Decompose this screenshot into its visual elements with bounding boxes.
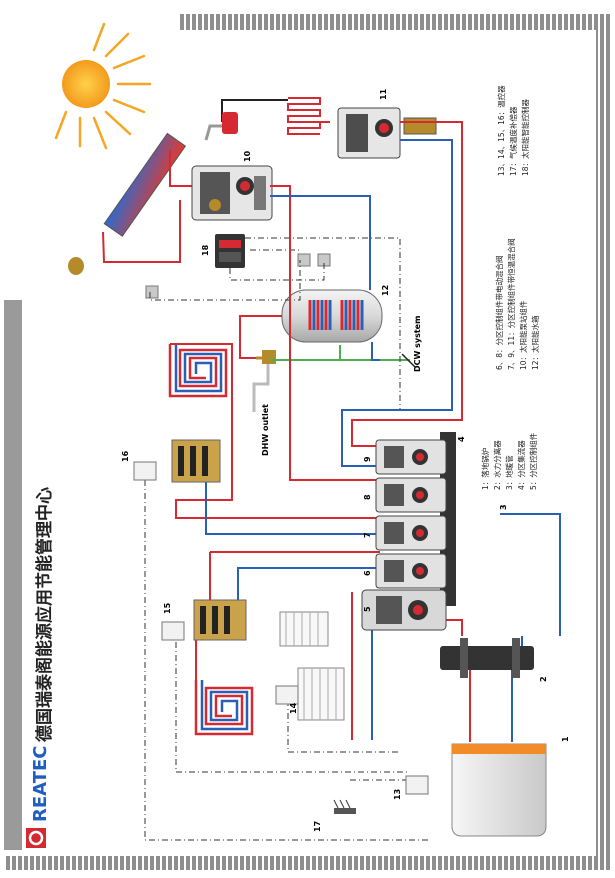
- svg-text:13、14、15、16：温控器: 13、14、15、16：温控器: [496, 85, 506, 176]
- thermostat-16: [133, 461, 157, 481]
- towel-radiator: [279, 611, 329, 647]
- label-18: 18: [201, 244, 210, 256]
- label-4: 4: [457, 436, 466, 442]
- right-stripe-border: [596, 14, 610, 870]
- underfloor-heating-loop-top: [168, 344, 228, 398]
- svg-text:3：地暖管: 3：地暖管: [504, 455, 514, 490]
- brand-name: REATEC: [30, 746, 51, 822]
- floor-heating-manifold-bottom: [193, 599, 247, 641]
- solar-tank-12: [281, 289, 383, 343]
- dhw-outlet-pipe: [252, 364, 270, 412]
- svg-text:5：分区控制组件: 5：分区控制组件: [528, 432, 538, 490]
- svg-text:7、9、11：分区控制组件带恒温混合阀: 7、9、11：分区控制组件带恒温混合阀: [506, 238, 516, 370]
- label-12: 12: [381, 285, 390, 296]
- expansion-tank: [222, 112, 238, 134]
- dhw-outlet-label: DHW outlet: [261, 404, 270, 456]
- svg-text:4：分区集流器: 4：分区集流器: [516, 440, 526, 490]
- label-16: 16: [121, 450, 130, 462]
- label-8: 8: [363, 494, 372, 500]
- underfloor-heating-loop-bottom: [194, 680, 254, 736]
- svg-text:2：水力分离器: 2：水力分离器: [492, 440, 502, 490]
- sensor-box: [145, 285, 159, 299]
- svg-text:18：太阳能智能控制器: 18：太阳能智能控制器: [520, 98, 530, 176]
- floor-boiler-1: [451, 743, 547, 837]
- collector-return-pipe: [169, 150, 198, 187]
- manifold-collector-4: [361, 432, 456, 631]
- top-stripe-border: [178, 14, 610, 30]
- legend-col3: 13、14、15、16：温控器 17：气候温度补偿器 18：太阳能智能控制器: [496, 85, 530, 176]
- left-grey-band: [4, 300, 22, 850]
- label-3: 3: [499, 504, 508, 510]
- loop-top-feed: [170, 343, 233, 440]
- pump-group-11: [337, 107, 437, 159]
- expansion-line: [221, 99, 288, 122]
- sun-icon: [54, 22, 152, 150]
- outdoor-sensor-17: [333, 799, 356, 814]
- svg-text:1：落地锅炉: 1：落地锅炉: [480, 448, 490, 490]
- svg-text:6、8：分区控制组件带电动混合阀: 6、8：分区控制组件带电动混合阀: [494, 255, 504, 370]
- label-14: 14: [289, 702, 298, 714]
- hydraulic-separator-2: [440, 638, 534, 678]
- svg-text:12：太阳能水箱: 12：太阳能水箱: [530, 315, 540, 370]
- thermostat-15: [161, 621, 185, 641]
- label-10: 10: [243, 150, 252, 162]
- supply-pipes: [175, 121, 471, 742]
- heat-exchanger-coil: [287, 97, 321, 135]
- collector-pipe: [102, 200, 181, 263]
- solar-pump-station-10: [191, 165, 273, 221]
- label-7: 7: [363, 532, 372, 538]
- dcw-arrow: [401, 353, 417, 369]
- floor-heating-manifold-top: [171, 439, 221, 483]
- label-6: 6: [363, 570, 372, 576]
- panel-radiator: [297, 667, 345, 721]
- return-pipes: [205, 139, 561, 742]
- page-title: 德国瑞泰阁能源应用节能管理中心: [34, 487, 55, 742]
- svg-text:10：太阳能泵站组件: 10：太阳能泵站组件: [518, 300, 528, 370]
- expansion-hose: [204, 124, 222, 141]
- label-2: 2: [539, 676, 548, 682]
- label-5: 5: [363, 606, 372, 612]
- thermostatic-mixing-valve: [256, 350, 276, 364]
- thermostat-14: [275, 685, 299, 705]
- label-11: 11: [379, 88, 388, 100]
- sensor-box: [297, 253, 311, 267]
- dcw-system-label: DCW system: [413, 316, 422, 372]
- label-9: 9: [363, 456, 372, 462]
- label-17: 17: [313, 821, 322, 832]
- solar-collector: [103, 132, 187, 237]
- reatec-logo-icon: [26, 828, 46, 848]
- control-signal-lines: [144, 237, 430, 841]
- red-feed-to-separator: [440, 619, 463, 636]
- solar-controller-18: [215, 234, 245, 268]
- label-1: 1: [561, 736, 570, 742]
- svg-text:17：气候温度补偿器: 17：气候温度补偿器: [508, 106, 518, 176]
- legend-col2: 6、8：分区控制组件带电动混合阀 7、9、11：分区控制组件带恒温混合阀 10：…: [494, 238, 540, 370]
- collector-valve: [68, 257, 84, 275]
- thermostat-13: [405, 775, 429, 795]
- label-13: 13: [393, 789, 402, 800]
- label-15: 15: [163, 602, 172, 614]
- legend-col1: 1：落地锅炉 2：水力分离器 3：地暖管 4：分区集流器 5：分区控制组件: [480, 432, 538, 490]
- bottom-stripe-border: [4, 856, 610, 870]
